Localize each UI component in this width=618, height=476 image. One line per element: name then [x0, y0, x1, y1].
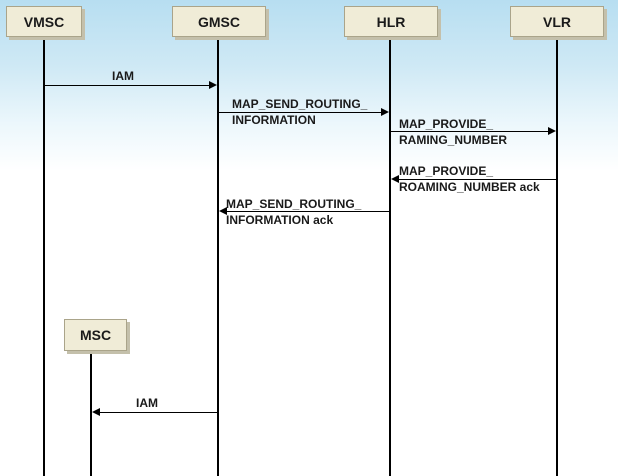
- sri-arrowhead: [381, 108, 389, 116]
- msc-node: MSC: [64, 319, 127, 351]
- hlr-node: HLR: [344, 6, 438, 37]
- iam-arrowhead-2: [92, 408, 100, 416]
- vlr-node: VLR: [510, 6, 604, 37]
- hlr-label: HLR: [376, 13, 406, 30]
- msc-lifeline: [90, 352, 92, 476]
- iam-label-2: IAM: [136, 396, 158, 410]
- vmsc-node: VMSC: [6, 6, 82, 37]
- vmsc-label: VMSC: [23, 13, 65, 30]
- sri-label-line2: INFORMATION: [232, 113, 316, 127]
- vmsc-lifeline: [43, 38, 45, 476]
- prn-ack-arrow: [398, 179, 556, 180]
- hlr-lifeline: [389, 38, 391, 476]
- iam-arrow-2: [99, 412, 217, 413]
- vlr-lifeline: [556, 38, 558, 476]
- prn-label-line1: MAP_PROVIDE_: [399, 117, 494, 131]
- sri-ack-arrowhead: [219, 207, 227, 215]
- sri-ack-arrow: [226, 211, 389, 212]
- gmsc-label: GMSC: [198, 13, 240, 30]
- sri-label-line1: MAP_SEND_ROUTING_: [232, 97, 368, 111]
- gmsc-node: GMSC: [172, 6, 266, 37]
- sri-arrow: [219, 112, 382, 113]
- prn-ack-label-line1: MAP_PROVIDE_: [399, 164, 494, 178]
- prn-ack-arrowhead: [391, 175, 399, 183]
- iam-arrowhead-1: [209, 81, 217, 89]
- prn-arrowhead: [548, 127, 556, 135]
- msc-label: MSC: [79, 327, 112, 343]
- sri-ack-label-line1: MAP_SEND_ROUTING_: [226, 197, 362, 211]
- prn-label-line2: RAMING_NUMBER: [399, 133, 507, 147]
- prn-ack-label-line2: ROAMING_NUMBER ack: [399, 180, 540, 194]
- sri-ack-label-line2: INFORMATION ack: [226, 213, 334, 227]
- gmsc-lifeline: [217, 38, 219, 476]
- iam-label-1: IAM: [112, 69, 134, 83]
- iam-arrow-1: [45, 85, 210, 86]
- vlr-label: VLR: [543, 13, 571, 30]
- prn-arrow: [391, 131, 549, 132]
